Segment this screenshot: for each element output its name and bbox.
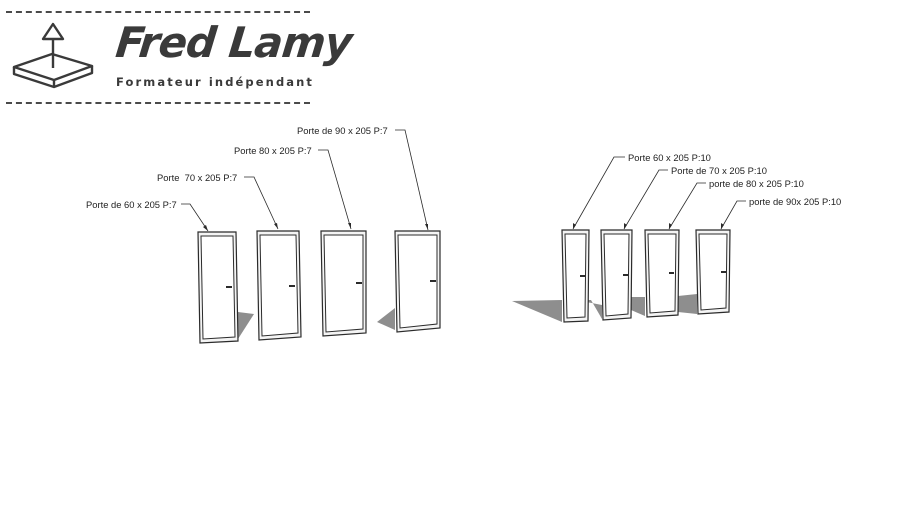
door-label-70-p10: Porte de 70 x 205 P:10 [671,165,767,176]
leader-lines [181,129,746,232]
door-label-90-p7: Porte de 90 x 205 P:7 [297,125,388,136]
brand-subtitle: Formateur indépendant [116,75,315,89]
leader-arrowheads [203,223,724,231]
door-70-p10 [600,229,633,321]
door-label-60-p7: Porte de 60 x 205 P:7 [86,199,177,210]
header-divider-bottom [6,102,310,104]
upload-arrow-platform-icon [12,22,94,89]
door-80-p10 [644,229,680,318]
door-label-80-p10: porte de 80 x 205 P:10 [709,178,804,189]
door-90-p7 [394,230,441,333]
header-divider-top [6,11,310,13]
door-label-80-p7: Porte 80 x 205 P:7 [234,145,312,156]
door-label-70-p7: Porte 70 x 205 P:7 [157,172,238,183]
door-label-90-p10: porte de 90x 205 P:10 [749,196,842,207]
door-shadows [238,294,697,339]
door-70-p7 [256,230,302,341]
door-80-p7 [320,230,367,337]
door-60-p10 [561,229,590,323]
door-label-60-p10: Porte 60 x 205 P:10 [628,152,711,163]
door-90-p10 [695,229,731,315]
door-60-p7 [197,231,239,344]
